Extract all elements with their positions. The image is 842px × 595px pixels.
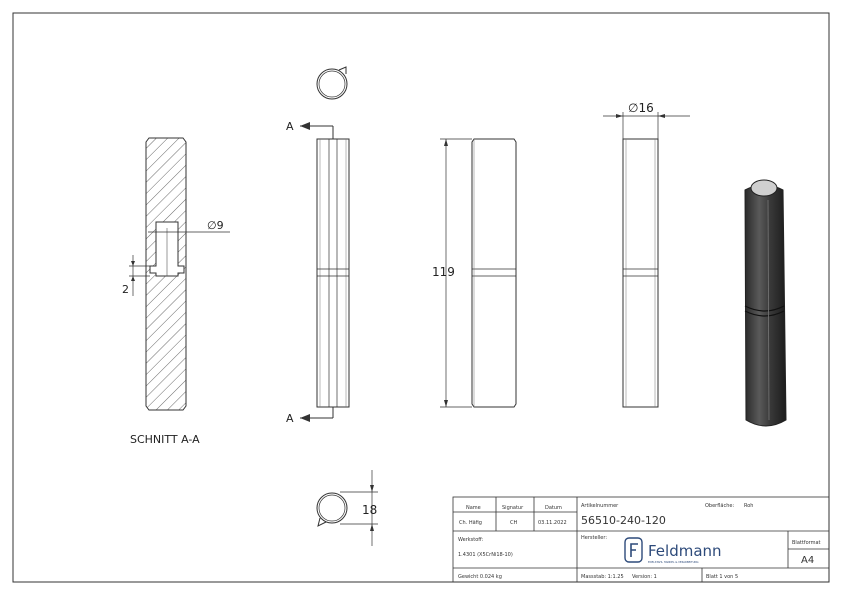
section-marker-top: A bbox=[286, 120, 294, 133]
header-surface: Oberfläche: bbox=[705, 503, 734, 509]
feldmann-logo: Feldmann EDELSTAHL HANDEL & VERARBEITUNG bbox=[624, 537, 722, 564]
sheet-format-label: Blattformat bbox=[792, 540, 821, 546]
title-block bbox=[452, 496, 830, 583]
inner-diameter-dim: ∅9 bbox=[207, 219, 224, 232]
length-dim: 119 bbox=[432, 265, 455, 279]
header-name: Name bbox=[466, 505, 481, 511]
section-marker-bottom: A bbox=[286, 412, 294, 425]
sheet-format-value: A4 bbox=[801, 555, 814, 566]
weight: Gewicht 0.024 kg bbox=[458, 574, 502, 580]
rod-view: ∅16 bbox=[603, 101, 690, 408]
side-view: 119 bbox=[432, 138, 517, 408]
rod-3d-render bbox=[744, 179, 787, 427]
header-signature: Signatur bbox=[502, 505, 524, 511]
manufacturer-label: Hersteller: bbox=[581, 535, 607, 541]
drafter-name: Ch. Häfig bbox=[459, 520, 482, 526]
sheet-number: Blatt 1 von 5 bbox=[706, 574, 738, 580]
step-dim: 2 bbox=[122, 283, 129, 296]
surface-value: Roh bbox=[744, 503, 753, 509]
section-label: SCHNITT A-A bbox=[130, 433, 200, 446]
header-article: Artikelnummer bbox=[581, 503, 619, 509]
outer-diameter-dim: ∅16 bbox=[628, 101, 654, 115]
width-dim: 18 bbox=[362, 503, 377, 517]
section-view: ∅9 2 SCHNITT A-A bbox=[122, 137, 230, 446]
drawing-date: 03.11.2022 bbox=[538, 520, 567, 526]
article-number: 56510-240-120 bbox=[581, 514, 666, 527]
version: Version: 1 bbox=[632, 574, 657, 580]
drawing-frame bbox=[12, 12, 830, 583]
end-view-top bbox=[316, 66, 348, 100]
material-label: Werkstoff: bbox=[458, 537, 484, 543]
drafter-signature: CH bbox=[510, 520, 517, 526]
scale: Massstab: 1:1.25 bbox=[581, 574, 624, 580]
header-date: Datum bbox=[545, 505, 562, 511]
end-view-bottom: 18 bbox=[316, 470, 378, 546]
material-value: 1.4301 (X5CrNi18-10) bbox=[458, 552, 513, 558]
front-view-section-markers: A A bbox=[286, 120, 350, 425]
title-block-text: Name Signatur Datum Artikelnummer Oberfl… bbox=[458, 503, 821, 580]
logo-text: Feldmann bbox=[648, 542, 722, 560]
logo-tagline: EDELSTAHL HANDEL & VERARBEITUNG bbox=[648, 560, 698, 564]
